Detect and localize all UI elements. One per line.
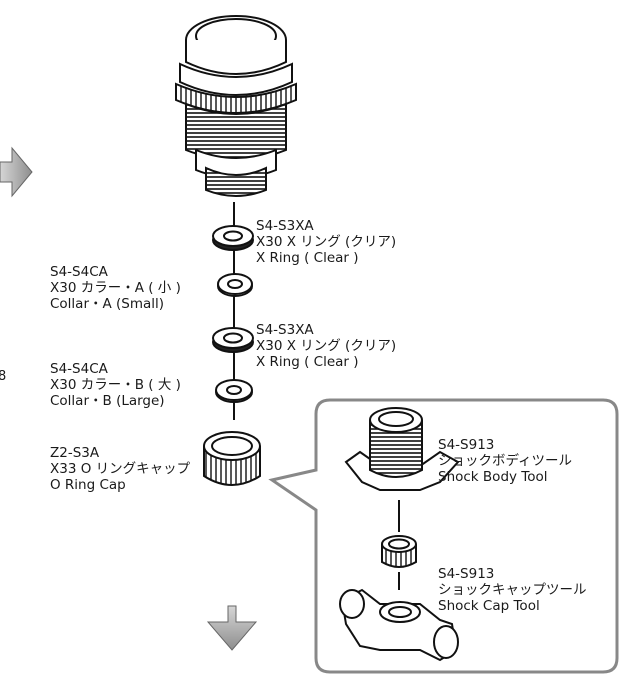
cap-piece <box>382 536 416 567</box>
tool-name-jp: ショックキャップツール <box>438 582 587 598</box>
process-arrow-icon <box>0 148 32 196</box>
part-label-o-ring-cap: Z2-S3A X33 O リングキャップ O Ring Cap <box>50 445 190 493</box>
collar-b <box>216 380 252 402</box>
part-name-jp: X30 カラー・B ( 大 ) <box>50 377 181 393</box>
part-name-jp: X30 X リング (クリア) <box>256 234 396 250</box>
part-code: S4-S3XA <box>256 218 396 234</box>
x-ring-2 <box>213 328 253 352</box>
part-label-x-ring-1: S4-S3XA X30 X リング (クリア) X Ring ( Clear ) <box>256 218 396 266</box>
part-name-jp: X30 X リング (クリア) <box>256 338 396 354</box>
part-label-collar-a: S4-S4CA X30 カラー・A ( 小 ) Collar・A (Small) <box>50 264 181 312</box>
tool-label-shock-body: S4-S913 ショックボディツール Shock Body Tool <box>438 437 572 485</box>
part-name-en: X Ring ( Clear ) <box>256 250 396 266</box>
down-arrow-icon <box>208 606 256 650</box>
part-name-en: O Ring Cap <box>50 477 190 493</box>
collar-a <box>218 274 252 296</box>
part-label-x-ring-2: S4-S3XA X30 X リング (クリア) X Ring ( Clear ) <box>256 322 396 370</box>
shock-body <box>176 16 296 196</box>
stray-number: 8 <box>0 369 6 384</box>
tool-name-en: Shock Cap Tool <box>438 598 587 614</box>
part-code: S4-S4CA <box>50 361 181 377</box>
part-name-jp: X33 O リングキャップ <box>50 461 190 477</box>
part-label-collar-b: S4-S4CA X30 カラー・B ( 大 ) Collar・B (Large) <box>50 361 181 409</box>
tool-name-en: Shock Body Tool <box>438 469 572 485</box>
tool-code: S4-S913 <box>438 437 572 453</box>
part-name-en: Collar・A (Small) <box>50 296 181 312</box>
part-code: S4-S4CA <box>50 264 181 280</box>
tool-label-shock-cap: S4-S913 ショックキャップツール Shock Cap Tool <box>438 566 587 614</box>
x-ring-1 <box>213 226 253 250</box>
part-name-en: Collar・B (Large) <box>50 393 181 409</box>
o-ring-cap <box>204 432 260 485</box>
part-code: Z2-S3A <box>50 445 190 461</box>
part-code: S4-S3XA <box>256 322 396 338</box>
tool-name-jp: ショックボディツール <box>438 453 572 469</box>
part-name-jp: X30 カラー・A ( 小 ) <box>50 280 181 296</box>
tool-code: S4-S913 <box>438 566 587 582</box>
part-name-en: X Ring ( Clear ) <box>256 354 396 370</box>
